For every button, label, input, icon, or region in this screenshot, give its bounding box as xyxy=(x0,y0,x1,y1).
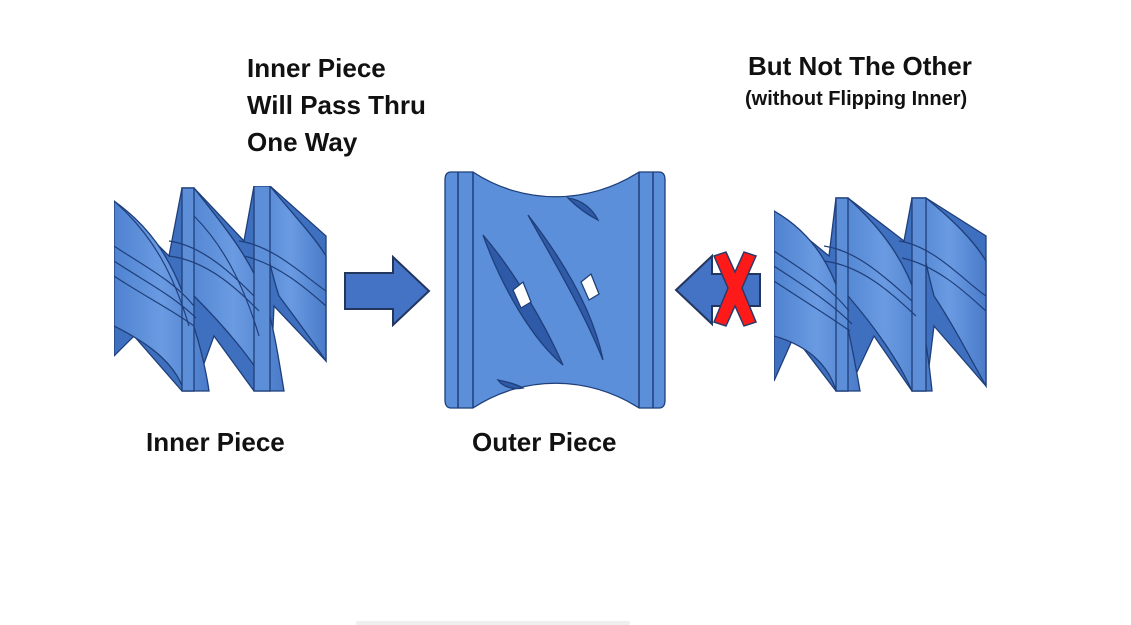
heading-passes-one-way: Inner Piece Will Pass Thru One Way xyxy=(247,50,426,161)
label-outer-piece: Outer Piece xyxy=(472,427,617,457)
inner-piece-right-illustration xyxy=(774,197,987,392)
horizontal-scrollbar[interactable] xyxy=(356,621,630,625)
label-inner-piece: Inner Piece xyxy=(146,427,285,457)
inner-piece-left-illustration xyxy=(114,186,327,392)
heading-line: Inner Piece xyxy=(247,53,386,83)
red-x-icon xyxy=(712,251,758,327)
arrow-left-blocked-icon xyxy=(674,251,761,327)
outer-piece-illustration xyxy=(444,171,666,409)
arrow-right-passes-icon xyxy=(344,255,431,327)
heading-subtitle: (without Flipping Inner) xyxy=(745,88,968,110)
heading-not-other: But Not The Other xyxy=(748,51,972,81)
heading-line: Will Pass Thru xyxy=(247,90,426,120)
heading-line: One Way xyxy=(247,127,358,157)
